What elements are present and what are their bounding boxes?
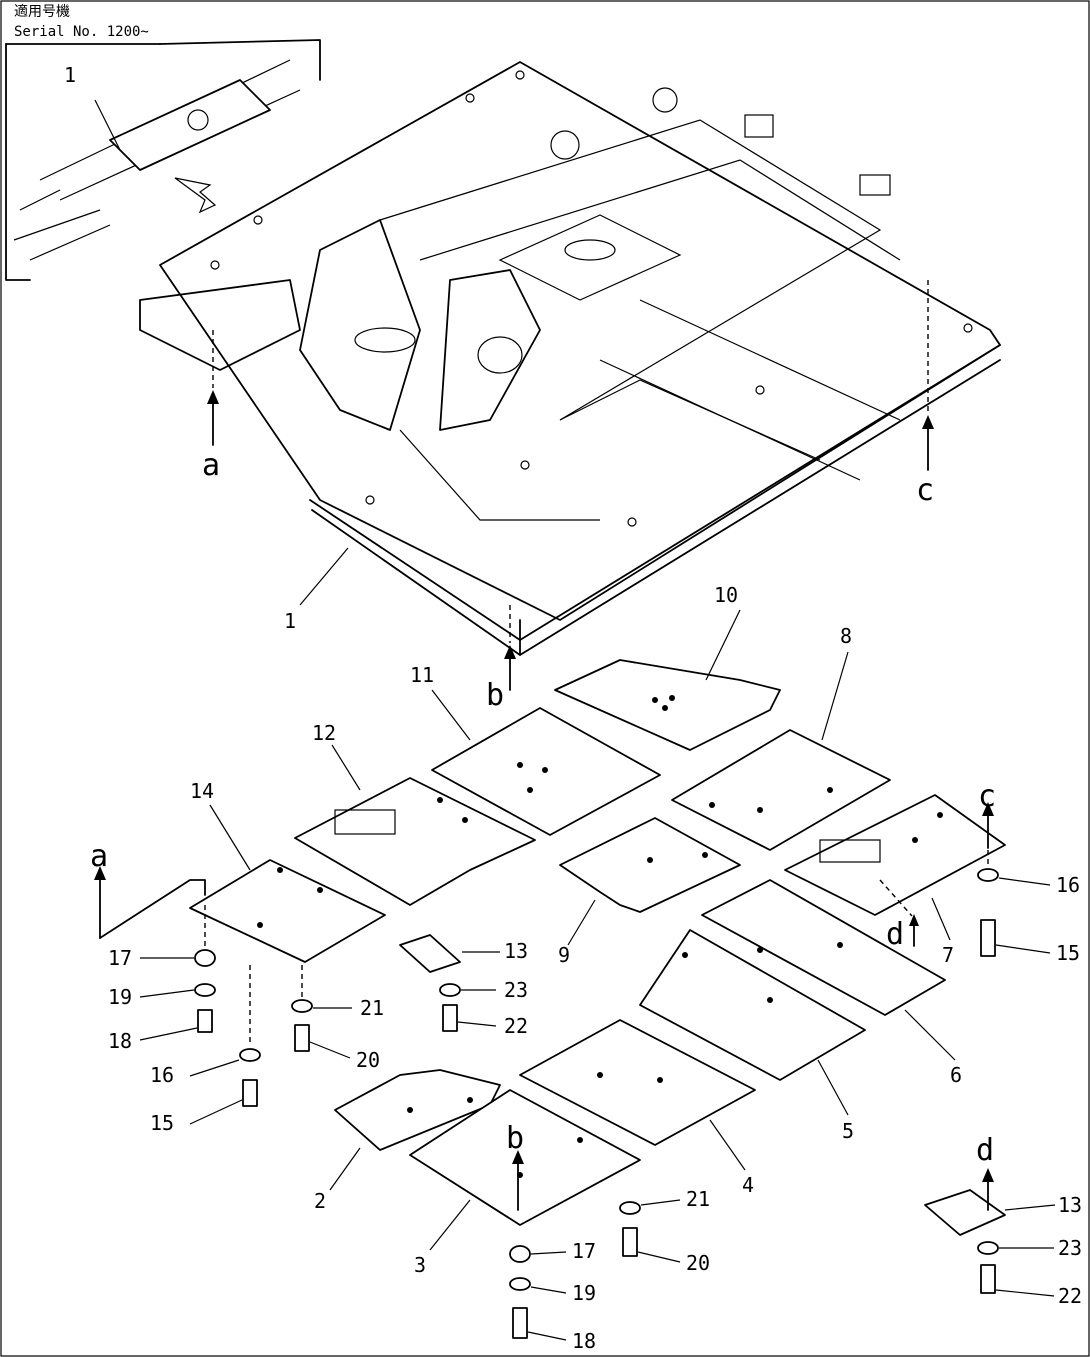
svg-text:21: 21 bbox=[686, 1187, 710, 1211]
svg-text:11: 11 bbox=[410, 663, 434, 687]
hardware-13-right: 23 22 bbox=[977, 1236, 1082, 1308]
svg-text:18: 18 bbox=[572, 1329, 596, 1353]
svg-text:18: 18 bbox=[108, 1029, 132, 1053]
cover-9: 9 bbox=[558, 817, 741, 967]
svg-text:19: 19 bbox=[572, 1281, 596, 1305]
svg-text:d: d bbox=[976, 1133, 994, 1168]
serial-number: Serial No. 1200~ bbox=[14, 24, 149, 40]
svg-text:a: a bbox=[90, 839, 108, 874]
svg-text:13: 13 bbox=[504, 939, 528, 963]
svg-text:c: c bbox=[978, 779, 996, 814]
svg-text:2: 2 bbox=[314, 1189, 326, 1213]
svg-text:23: 23 bbox=[1058, 1236, 1082, 1260]
svg-text:14: 14 bbox=[190, 779, 214, 803]
hardware-left-14: 17 19 18 16 15 bbox=[108, 905, 261, 1135]
svg-text:1: 1 bbox=[284, 609, 296, 633]
svg-text:19: 19 bbox=[108, 985, 132, 1009]
hardware-cover-3: 21 20 17 19 18 bbox=[509, 1187, 710, 1353]
callout-a-lower: a bbox=[90, 839, 108, 939]
cover-3: 3 bbox=[409, 1089, 641, 1277]
plate-fastener-marks bbox=[257, 695, 943, 1178]
svg-text:b: b bbox=[506, 1121, 524, 1156]
svg-text:7: 7 bbox=[942, 943, 954, 967]
cover-12: 12 bbox=[294, 721, 536, 906]
svg-text:17: 17 bbox=[108, 946, 132, 970]
hardware-mid-14: 21 20 bbox=[291, 965, 384, 1072]
svg-text:16: 16 bbox=[1056, 873, 1080, 897]
svg-text:22: 22 bbox=[504, 1014, 528, 1038]
svg-text:12: 12 bbox=[312, 721, 336, 745]
callout-c-lower: c bbox=[978, 779, 996, 849]
svg-text:13: 13 bbox=[1058, 1193, 1082, 1217]
svg-text:17: 17 bbox=[572, 1239, 596, 1263]
svg-text:c: c bbox=[916, 473, 934, 508]
callout-d-right: d bbox=[976, 1133, 994, 1211]
svg-text:16: 16 bbox=[150, 1063, 174, 1087]
applicable-label: 適用号機 bbox=[14, 3, 70, 20]
svg-text:10: 10 bbox=[714, 583, 738, 607]
cover-2: 2 bbox=[314, 1069, 501, 1213]
hardware-13-left: 23 22 bbox=[439, 978, 528, 1038]
cover-13-right: 13 bbox=[924, 1189, 1082, 1236]
svg-text:20: 20 bbox=[686, 1251, 710, 1275]
svg-text:8: 8 bbox=[840, 624, 852, 648]
svg-text:21: 21 bbox=[360, 996, 384, 1020]
callout-d-mid: d bbox=[879, 879, 919, 952]
cover-4: 4 bbox=[519, 1019, 756, 1197]
cover-5: 5 bbox=[639, 929, 866, 1143]
callout-c-upper: c bbox=[916, 280, 934, 508]
cover-8: 8 bbox=[671, 624, 891, 851]
svg-text:15: 15 bbox=[150, 1111, 174, 1135]
label-part-1: 1 bbox=[284, 547, 349, 633]
svg-text:22: 22 bbox=[1058, 1284, 1082, 1308]
cover-7: 7 bbox=[784, 794, 1006, 967]
inset-detail: 1 bbox=[5, 39, 321, 281]
svg-text:15: 15 bbox=[1056, 941, 1080, 965]
svg-text:23: 23 bbox=[504, 978, 528, 1002]
callout-a-upper: a bbox=[202, 330, 220, 483]
cover-14: 14 bbox=[99, 779, 386, 963]
inset-part-1: 1 bbox=[64, 63, 76, 87]
callout-b-lower: b bbox=[506, 1121, 524, 1211]
cover-6: 6 bbox=[701, 879, 962, 1087]
svg-text:a: a bbox=[202, 448, 220, 483]
hardware-right-7: 16 15 bbox=[977, 850, 1080, 965]
svg-text:9: 9 bbox=[558, 943, 570, 967]
svg-text:20: 20 bbox=[356, 1048, 380, 1072]
svg-text:d: d bbox=[886, 917, 904, 952]
cover-13-left: 13 bbox=[399, 934, 528, 973]
revolving-frame bbox=[139, 61, 1001, 656]
svg-text:6: 6 bbox=[950, 1063, 962, 1087]
cover-10: 10 bbox=[554, 583, 781, 751]
svg-text:3: 3 bbox=[414, 1253, 426, 1277]
svg-text:5: 5 bbox=[842, 1119, 854, 1143]
svg-text:b: b bbox=[486, 678, 504, 713]
svg-text:4: 4 bbox=[742, 1173, 754, 1197]
callout-b-upper: b bbox=[486, 605, 516, 713]
